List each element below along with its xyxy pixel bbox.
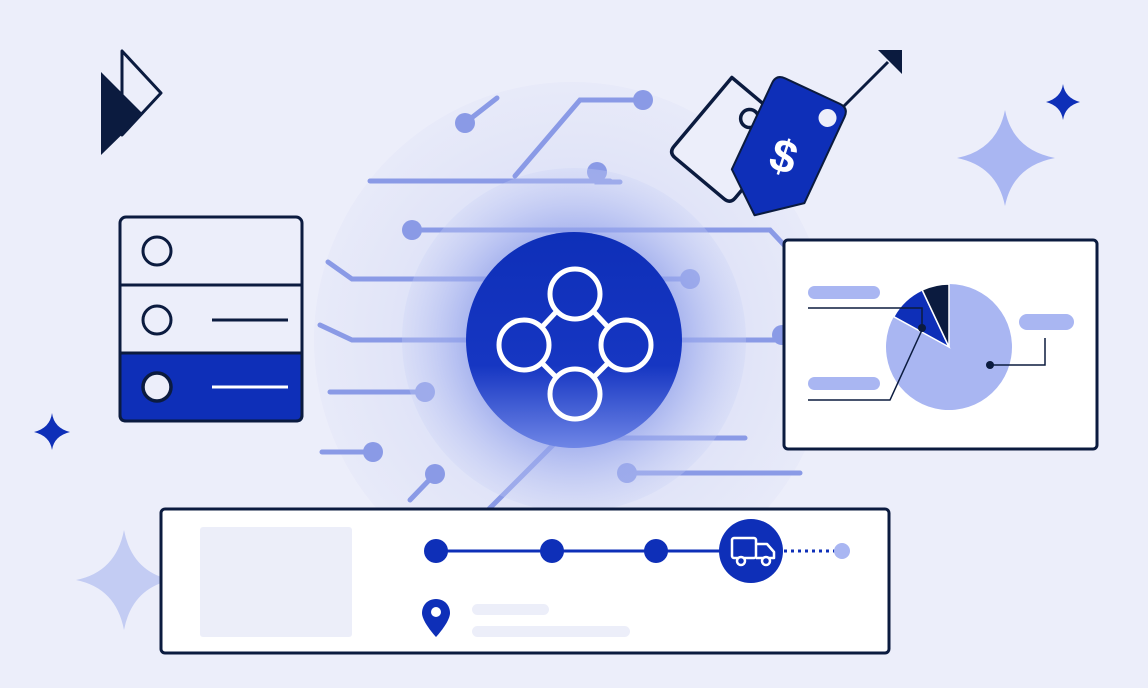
radio-button[interactable] [141,304,173,336]
option-item-2[interactable] [141,304,288,336]
progress-step-1 [424,539,448,563]
option-item-3-selected[interactable] [118,351,304,423]
image-placeholder [200,527,352,637]
pie-slice-3 [921,283,950,348]
option-list-card [118,215,304,423]
progress-step-2 [540,539,564,563]
progress-step-current [719,519,783,583]
radio-button-selected[interactable] [141,371,173,403]
progress-step-3 [644,539,668,563]
pie-chart-card [782,238,1099,451]
address-placeholder-line-2 [472,626,630,637]
pie-chart [886,283,1013,411]
delivery-truck-icon [730,536,776,567]
network-nodes-icon [496,266,654,422]
brand-logo-icon [101,49,163,155]
pie-leader-dots [918,324,994,369]
address-placeholder-line-1 [472,604,549,615]
pie-leader-lines [808,307,1046,401]
option-item-1[interactable] [141,235,173,267]
location-pin-icon [422,599,450,637]
shipment-tracker-card [159,507,891,655]
legend-placeholder-3 [1019,314,1074,330]
dollar-price-tag-icon: $ [669,75,847,217]
legend-placeholder-2 [808,377,880,390]
legend-placeholder-1 [808,286,880,299]
sparkle-star-icon [34,84,1080,630]
progress-step-final [834,543,850,559]
hub-circle [466,232,682,448]
radio-button[interactable] [141,235,173,267]
arrow-up-right-icon [838,50,902,112]
